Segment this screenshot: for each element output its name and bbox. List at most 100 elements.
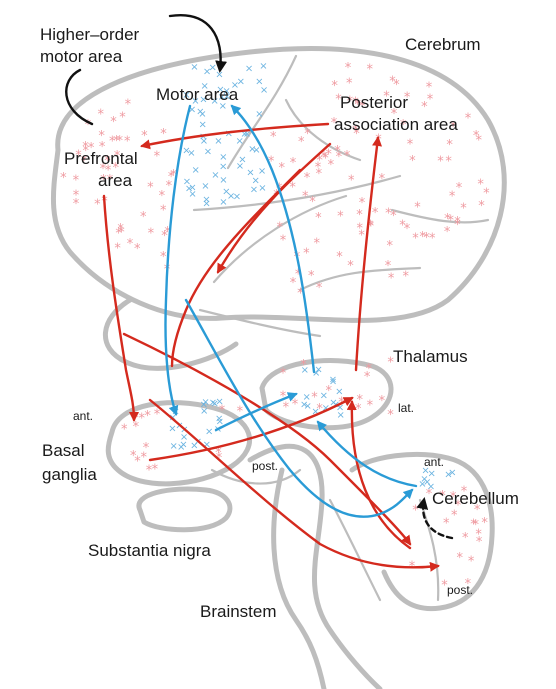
red-star: * — [159, 189, 166, 204]
posterior-label-line2: association area — [334, 115, 458, 134]
red-star: * — [114, 241, 121, 256]
red-star: * — [385, 206, 392, 221]
red-star: * — [379, 172, 386, 187]
prefrontal-label-line2: area — [98, 171, 133, 190]
red-star: * — [388, 272, 395, 287]
red-star: * — [344, 149, 351, 164]
red-star: * — [290, 156, 297, 171]
red-star: * — [399, 218, 406, 233]
blue-cross: × — [219, 162, 227, 173]
red-star: * — [407, 138, 414, 153]
red-star: * — [426, 81, 433, 96]
red-star: * — [109, 135, 116, 150]
red-star: * — [328, 158, 335, 173]
red-star: * — [168, 170, 175, 185]
red-star: * — [279, 161, 286, 176]
red-star: * — [359, 196, 366, 211]
blue-cross: × — [259, 61, 267, 72]
red-star: * — [308, 269, 315, 284]
red-star: * — [127, 237, 134, 252]
red-star: * — [454, 218, 461, 233]
blue-cross: × — [236, 161, 244, 172]
basal-ant-label: ant. — [73, 409, 93, 423]
red-star: * — [379, 394, 386, 409]
red-star: * — [456, 181, 463, 196]
red-star: * — [304, 127, 311, 142]
cerebellum-label: Cerebellum — [432, 489, 519, 508]
red-star: * — [409, 154, 416, 169]
red-star: * — [478, 199, 485, 214]
blue-cross: × — [196, 106, 204, 117]
red-star: * — [148, 227, 155, 242]
red-star: * — [457, 551, 464, 566]
cerebrum-label: Cerebrum — [405, 35, 481, 54]
blue-cross: × — [245, 63, 253, 74]
red-star: * — [134, 242, 141, 257]
blue-cross: × — [335, 386, 343, 397]
red-star: * — [124, 135, 131, 150]
basal-label-line2: ganglia — [42, 465, 97, 484]
red-star: * — [119, 111, 126, 126]
red-star: * — [289, 180, 296, 195]
red-star: * — [154, 407, 161, 422]
red-star: * — [121, 422, 128, 437]
red-star: * — [73, 189, 80, 204]
blue-cross: × — [170, 441, 178, 452]
red-star: * — [125, 98, 132, 113]
thalamus-label: Thalamus — [393, 347, 468, 366]
substantia-nigra-outline — [139, 489, 230, 530]
red-star: * — [347, 259, 354, 274]
red-star: * — [437, 154, 444, 169]
blue-cross: × — [205, 427, 213, 438]
blue-cross: × — [320, 390, 328, 401]
red-star: * — [357, 393, 364, 408]
red-star: * — [345, 61, 352, 76]
red-star: * — [141, 129, 148, 144]
blue-cross: × — [303, 392, 311, 403]
blue-cross: × — [200, 406, 208, 417]
substantia-nigra-label: Substantia nigra — [88, 541, 211, 560]
blue-cross: × — [314, 365, 322, 376]
red-star: * — [117, 134, 124, 149]
red-star: * — [336, 150, 343, 165]
red-star: * — [348, 174, 355, 189]
red-star: * — [444, 212, 451, 227]
blue-cross: × — [227, 191, 235, 202]
red-star: * — [144, 409, 151, 424]
brainstem-label: Brainstem — [200, 602, 277, 621]
blue-cross: × — [180, 432, 188, 443]
blue-cross: × — [252, 145, 260, 156]
blue-cross: × — [182, 145, 190, 156]
blue-cross: × — [188, 189, 196, 200]
red-star: * — [366, 362, 373, 377]
red-star: * — [290, 276, 297, 291]
red-star: * — [367, 398, 374, 413]
red-star: * — [60, 171, 67, 186]
red-star: * — [460, 201, 467, 216]
red-star: * — [481, 516, 488, 531]
red-star: * — [336, 250, 343, 265]
higher-order-label-line1: Higher–order — [40, 25, 140, 44]
red-star: * — [110, 115, 117, 130]
red-star: * — [304, 171, 311, 186]
blue-cross: × — [428, 469, 436, 480]
red-star: * — [140, 210, 147, 225]
red-star: * — [130, 449, 137, 464]
red-star: * — [302, 189, 309, 204]
red-star: * — [315, 211, 322, 226]
blue-cross: × — [250, 184, 258, 195]
red-star: * — [139, 412, 146, 427]
red-star: * — [462, 531, 469, 546]
red-star: * — [367, 62, 374, 77]
red-star: * — [465, 112, 472, 127]
blue-cross: × — [214, 136, 222, 147]
motor-area-label: Motor area — [156, 85, 239, 104]
blue-cross: × — [202, 198, 210, 209]
red-star: * — [468, 554, 475, 569]
higher-order-label-line2: motor area — [40, 47, 123, 66]
blue-cross: × — [190, 62, 198, 73]
prefrontal-label-line1: Prefrontal — [64, 149, 138, 168]
red-star: * — [160, 127, 167, 142]
red-star: * — [283, 401, 290, 416]
